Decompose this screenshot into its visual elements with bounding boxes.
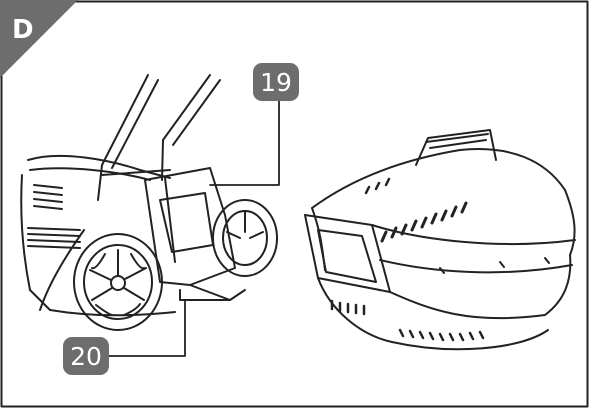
leader-line-20	[102, 299, 186, 357]
callout-label-19: 19	[260, 68, 292, 97]
callout-badge-19	[253, 63, 299, 101]
callout-badge-20	[63, 337, 109, 375]
leader-line-19	[209, 99, 280, 186]
callout-label-20: 20	[70, 342, 102, 371]
lawn-mower	[20, 74, 278, 331]
panel-corner-tab	[0, 0, 78, 78]
grass-collection-box	[304, 129, 576, 351]
panel-letter: D	[12, 15, 34, 45]
